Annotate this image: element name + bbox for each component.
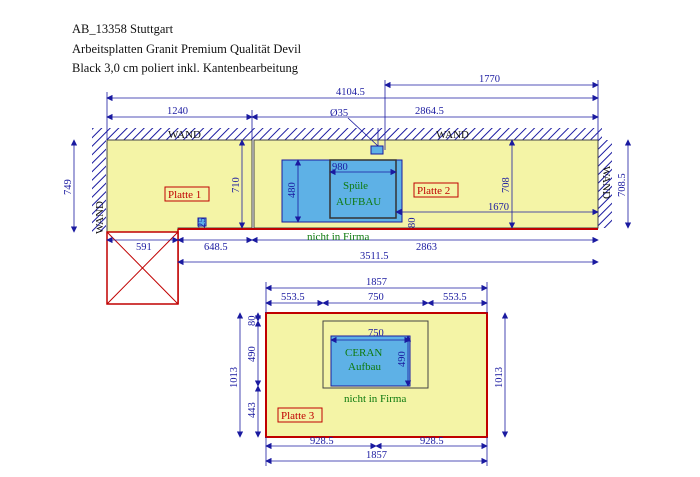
- dim-3511-5: 3511.5: [360, 251, 389, 262]
- wall-label-left-side: WAND: [94, 201, 106, 234]
- wall-hatch-right: [598, 140, 612, 228]
- platte-3-box: [277, 407, 323, 423]
- dim-diameter-35: Ø35: [330, 108, 348, 119]
- dim-980: 980: [332, 162, 348, 173]
- dim-591: 591: [136, 242, 152, 253]
- wall-label-left-top: WAND: [168, 129, 201, 141]
- ceran-label-1: CERAN: [345, 347, 382, 359]
- dim-2864-5: 2864.5: [415, 106, 444, 117]
- dim-750-inner: 750: [368, 328, 384, 339]
- corner-cross-b: [106, 231, 179, 305]
- bottom-dimension-lines: [236, 282, 509, 466]
- dim-708-5: 708.5: [617, 173, 628, 197]
- tap-hole: [370, 145, 384, 155]
- dim-1857-top: 1857: [366, 277, 387, 288]
- dim-648-5: 648.5: [204, 242, 228, 253]
- platte-2-box: [413, 182, 459, 198]
- dim-1857-bottom: 1857: [366, 450, 387, 461]
- platte-1-label: Platte 1: [168, 189, 201, 201]
- not-in-firm-bottom: nicht in Firma: [344, 393, 406, 405]
- top-dimension-lines: [70, 80, 632, 266]
- dim-80-bottom: 80: [247, 316, 258, 327]
- dim-490-inner: 490: [397, 351, 408, 367]
- dim-749: 749: [63, 179, 74, 195]
- edge-marker-small: [197, 217, 207, 227]
- dim-1013-right: 1013: [494, 367, 505, 388]
- dim-1240: 1240: [167, 106, 188, 117]
- wall-hatch-top: [92, 128, 602, 140]
- ceran-cutout: [330, 335, 411, 387]
- dim-490-bottom: 490: [247, 346, 258, 362]
- dim-1013-left: 1013: [229, 367, 240, 388]
- dim-1670: 1670: [488, 202, 509, 213]
- platte-2-label: Platte 2: [417, 185, 450, 197]
- header-material: Arbeitsplatten Granit Premium Qualität D…: [72, 42, 302, 56]
- dim-480: 480: [287, 182, 298, 198]
- dim-25: 25: [197, 218, 208, 229]
- dim-80-top: 80: [407, 218, 418, 229]
- sink-label-1: Spüle: [343, 180, 368, 192]
- dim-553-5-right: 553.5: [443, 292, 467, 303]
- not-in-firm-top: nicht in Firma: [307, 231, 369, 243]
- platte-3-label: Platte 3: [281, 410, 315, 422]
- platte-1-box: [164, 186, 210, 202]
- dim-553-5-left: 553.5: [281, 292, 305, 303]
- header-title: AB_13358 Stuttgart: [72, 22, 174, 36]
- dim-928-5-left: 928.5: [310, 436, 334, 447]
- dim-4104-5: 4104.5: [336, 87, 365, 98]
- dim-1770: 1770: [479, 74, 500, 85]
- dim-928-5-right: 928.5: [420, 436, 444, 447]
- header-finish: Black 3,0 cm poliert inkl. Kantenbearbei…: [72, 61, 298, 75]
- dim-443: 443: [247, 402, 258, 418]
- wall-label-right-top: WAND: [436, 129, 469, 141]
- dim-2863: 2863: [416, 242, 437, 253]
- sink-label-2: AUFBAU: [336, 196, 381, 208]
- ceran-label-2: Aufbau: [348, 361, 381, 373]
- dim-710: 710: [231, 177, 242, 193]
- wall-label-right-side: WAND: [600, 166, 612, 199]
- wall-hatch-left: [92, 140, 106, 232]
- dim-708: 708: [501, 177, 512, 193]
- dim-750-outer: 750: [368, 292, 384, 303]
